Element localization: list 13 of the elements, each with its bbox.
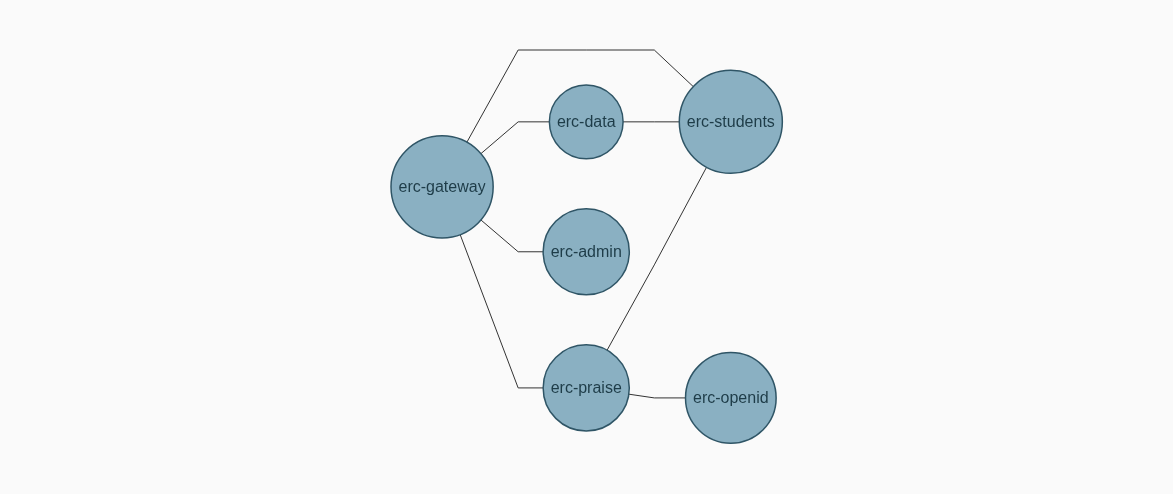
connector — [606, 167, 707, 352]
connector — [628, 394, 686, 399]
connector — [466, 49, 694, 144]
connector — [480, 121, 550, 155]
node-circle: erc-admin — [542, 208, 630, 296]
connector — [459, 234, 544, 389]
node-circle: erc-praise — [542, 344, 630, 433]
node-circle: erc-students — [678, 69, 783, 175]
node-circle: erc-gateway — [390, 135, 494, 240]
connector — [480, 219, 544, 253]
connector — [622, 121, 680, 123]
node-circle: erc-openid — [684, 352, 777, 445]
node-circle: erc-data — [548, 84, 624, 160]
